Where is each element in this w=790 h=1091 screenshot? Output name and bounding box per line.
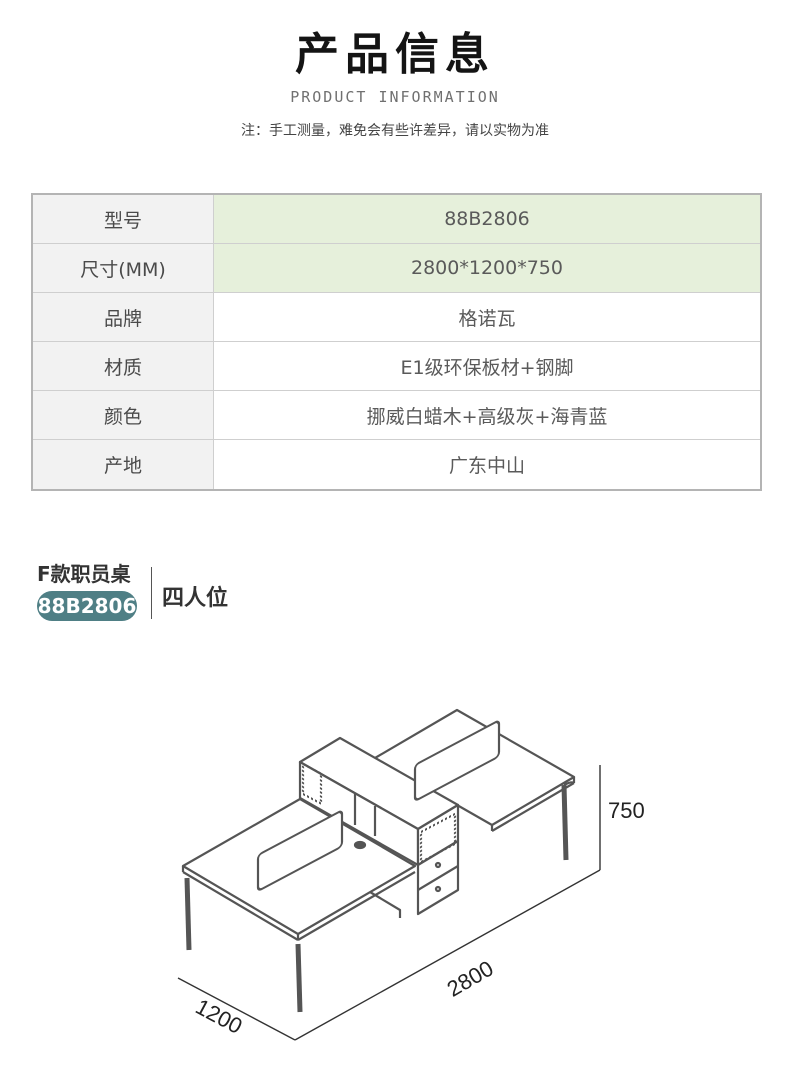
spec-row-brand: 品牌 格诺瓦	[33, 293, 760, 342]
spec-value: 挪威白蜡木+高级灰+海青蓝	[366, 405, 608, 428]
desk-illustration	[181, 708, 576, 1013]
width-label: 1200	[192, 994, 247, 1039]
spec-label: 尺寸(MM)	[33, 244, 214, 292]
spec-label: 材质	[33, 342, 214, 390]
spec-row-model: 型号 88B2806	[33, 195, 760, 244]
spec-label: 产地	[33, 440, 214, 489]
model-divider	[151, 567, 152, 619]
spec-table: 型号 88B2806 尺寸(MM) 2800*1200*750 品牌 格诺瓦 材…	[31, 193, 762, 491]
spec-label: 颜色	[33, 391, 214, 439]
model-name: F款职员桌	[37, 562, 131, 586]
spec-value: 广东中山	[448, 455, 525, 477]
spec-row-material: 材质 E1级环保板材+钢脚	[33, 342, 760, 391]
spec-row-size: 尺寸(MM) 2800*1200*750	[33, 244, 760, 293]
model-seats: 四人位	[162, 586, 229, 611]
spec-label: 型号	[33, 195, 214, 243]
dimension-lines	[177, 765, 601, 1041]
spec-value: 88B2806	[214, 195, 760, 243]
model-code-badge: 88B2806	[37, 591, 137, 621]
measurement-note: 注：手工测量，难免会有些许差异，请以实物为准	[241, 123, 549, 139]
page-title: 产品信息	[295, 29, 495, 80]
page-subtitle: PRODUCT INFORMATION	[290, 88, 500, 106]
spec-label: 品牌	[33, 293, 214, 341]
desk-drawing: 750 2800 1200	[177, 708, 645, 1041]
spec-row-origin: 产地 广东中山	[33, 440, 760, 489]
height-label: 750	[608, 798, 645, 823]
spec-value: E1级环保板材+钢脚	[400, 356, 574, 379]
length-label: 2800	[443, 956, 498, 1002]
spec-value: 格诺瓦	[458, 307, 516, 330]
spec-row-color: 颜色 挪威白蜡木+高级灰+海青蓝	[33, 391, 760, 440]
model-block: F款职员桌 88B2806	[37, 558, 137, 621]
spec-value: 2800*1200*750	[214, 244, 760, 292]
